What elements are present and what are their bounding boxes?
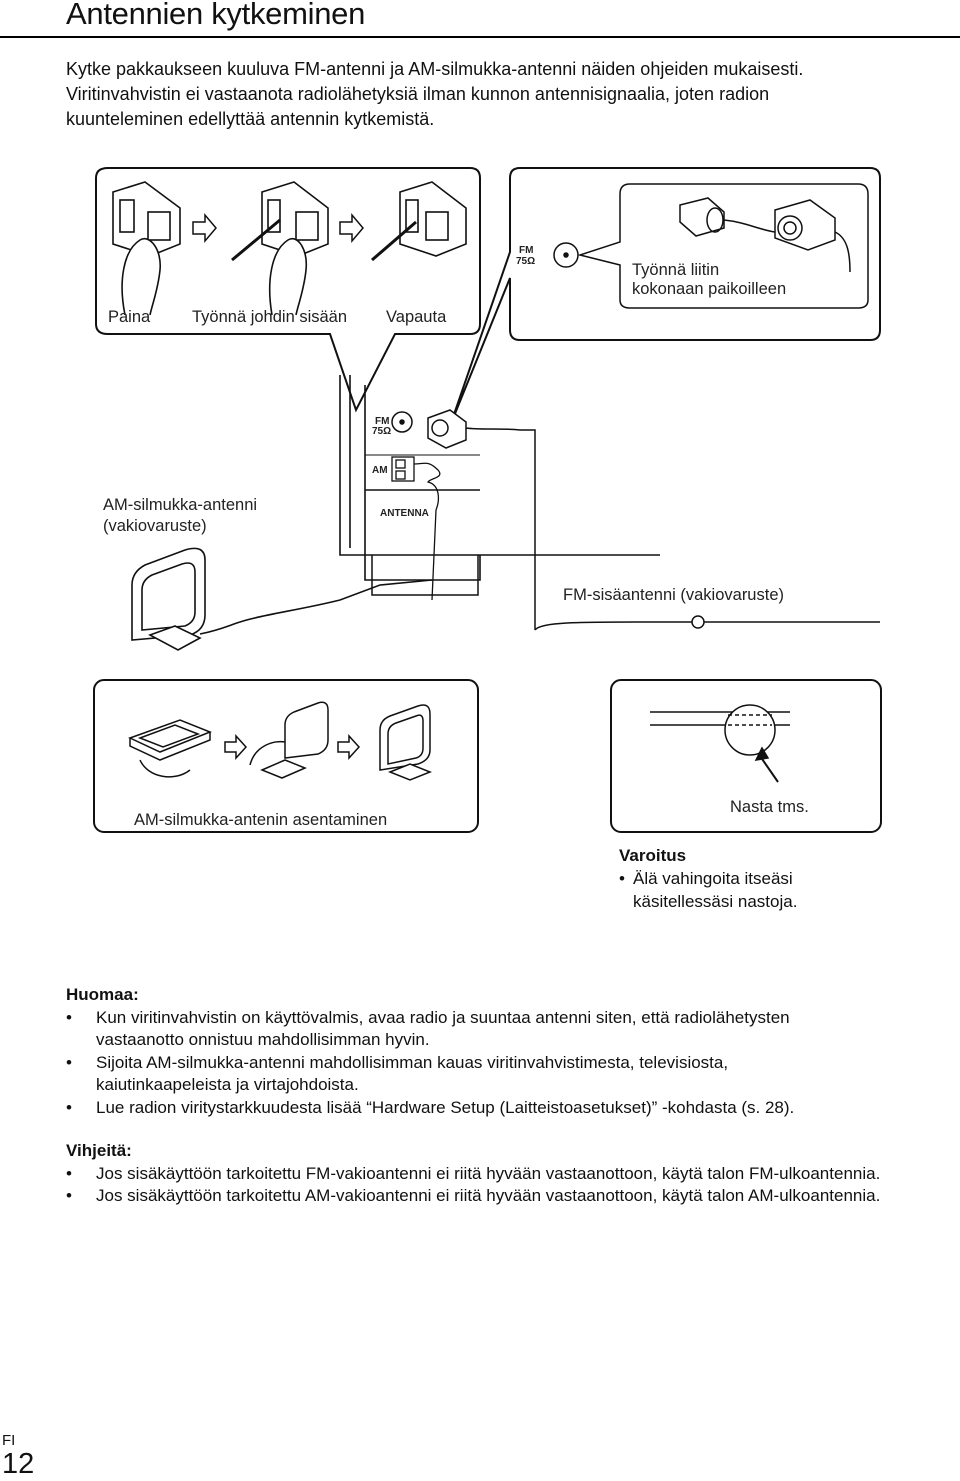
pin-illustration	[650, 704, 790, 783]
note-text: Sijoita AM-silmukka-antenni mahdollisimm…	[96, 1052, 728, 1097]
release-terminal-illustration	[371, 181, 467, 262]
bullet-spacer	[619, 890, 633, 913]
warning-box: Varoitus • Älä vahingoita itseäsi käsite…	[619, 844, 797, 913]
list-item: • Lue radion viritystarkkuudesta lisää “…	[66, 1097, 946, 1120]
note-text: Kun viritinvahvistin on käyttövalmis, av…	[96, 1007, 790, 1052]
intro-line: Kytke pakkaukseen kuuluva FM-antenni ja …	[66, 59, 804, 79]
antenna-label: ANTENNA	[380, 508, 429, 519]
fm-jack-icon	[553, 242, 579, 268]
note-line: Lue radion viritystarkkuudesta lisää “Ha…	[96, 1097, 795, 1117]
title-bar: Antennien kytkeminen	[0, 0, 960, 38]
page-number: 12	[2, 1448, 35, 1480]
fm-indoor-antenna-wire	[534, 615, 880, 631]
step-arrow-icon	[339, 212, 364, 244]
am-assembly-illustration	[128, 701, 433, 781]
step-press-label: Paina	[108, 308, 151, 326]
note-line: kaiutinkaapeleista ja virtajohdoista.	[96, 1075, 359, 1094]
note-line: Kun viritinvahvistin on käyttövalmis, av…	[96, 1007, 790, 1027]
warning-item: • Älä vahingoita itseäsi	[619, 867, 797, 890]
note-line: Sijoita AM-silmukka-antenni mahdollisimm…	[96, 1052, 729, 1072]
tips-heading: Vihjeitä:	[66, 1141, 132, 1160]
warning-item: käsitellessäsi nastoja.	[619, 890, 797, 913]
intro-paragraph: Kytke pakkaukseen kuuluva FM-antenni ja …	[66, 57, 926, 132]
intro-line: Viritinvahvistin ei vastaanota radiolähe…	[66, 84, 770, 104]
list-item: • Kun viritinvahvistin on käyttövalmis, …	[66, 1007, 946, 1052]
page-title: Antennien kytkeminen	[66, 0, 366, 31]
warning-text: käsitellessäsi nastoja.	[633, 892, 798, 911]
antenna-connection-diagram: Paina Työnnä johdin sisään Vapauta FM 75…	[93, 167, 882, 833]
bullet-icon: •	[66, 1163, 72, 1183]
step-release-label: Vapauta	[386, 308, 447, 326]
panel-am-label: AM	[372, 465, 388, 476]
bullet-icon: •	[619, 869, 625, 888]
fm-label: FM	[519, 245, 533, 256]
note-line: vastaanotto onnistuu mahdollisimman hyvi…	[96, 1030, 430, 1049]
bullet-icon: •	[66, 1097, 72, 1117]
pin-callout	[610, 679, 882, 833]
language-code: FI	[2, 1432, 16, 1449]
bullet-icon: •	[66, 1186, 72, 1205]
panel-fm-label: FM	[375, 416, 389, 427]
pin-label: Nasta tms.	[730, 798, 809, 816]
press-terminal-illustration	[112, 181, 181, 316]
list-item: • Jos sisäkäyttöön tarkoitettu AM-vakioa…	[66, 1185, 956, 1208]
intro-line: kuunteleminen edellyttää antennin kytkem…	[66, 109, 435, 129]
tips-section: Vihjeitä: • Jos sisäkäyttöön tarkoitettu…	[66, 1140, 956, 1208]
tip-text: Jos sisäkäyttöön tarkoitettu AM-vakioant…	[96, 1186, 881, 1205]
panel-am-terminals	[391, 456, 441, 601]
notes-heading: Huomaa:	[66, 985, 139, 1004]
tip-text: Jos sisäkäyttöön tarkoitettu FM-vakioant…	[96, 1163, 881, 1183]
list-item: • Jos sisäkäyttöön tarkoitettu FM-vakioa…	[66, 1163, 956, 1186]
notes-section: Huomaa: • Kun viritinvahvistin on käyttö…	[66, 984, 946, 1119]
list-item: • Sijoita AM-silmukka-antenni mahdollisi…	[66, 1052, 946, 1097]
fm-antenna-label: FM-sisäantenni (vakiovaruste)	[563, 586, 784, 604]
am-loop-antenna-illustration	[131, 547, 433, 651]
am-antenna-label: AM-silmukka-antenni	[103, 496, 257, 514]
step-arrow-icon	[192, 212, 217, 244]
push-connector-label: Työnnä liitin	[632, 261, 719, 279]
step-insert-label: Työnnä johdin sisään	[192, 308, 347, 326]
warning-text: Älä vahingoita itseäsi	[633, 869, 793, 888]
warning-heading: Varoitus	[619, 846, 687, 865]
fm-ohm-label: 75Ω	[516, 256, 535, 267]
bullet-icon: •	[66, 1007, 72, 1027]
push-connector-label: kokonaan paikoilleen	[632, 280, 786, 298]
tips-list: • Jos sisäkäyttöön tarkoitettu FM-vakioa…	[66, 1163, 956, 1208]
fm-connector-illustration	[679, 197, 851, 273]
am-assembly-label: AM-silmukka-antenin asentaminen	[134, 811, 387, 829]
panel-fm-ohm: 75Ω	[372, 426, 391, 437]
panel-fm-jack-icon	[391, 411, 413, 433]
panel-fm-plug-illustration	[427, 409, 536, 630]
bullet-icon: •	[66, 1052, 72, 1072]
notes-list: • Kun viritinvahvistin on käyttövalmis, …	[66, 1007, 946, 1120]
receiver-rear-panel	[339, 375, 660, 581]
receiver-base	[371, 555, 479, 596]
am-antenna-label: (vakiovaruste)	[103, 517, 207, 535]
insert-wire-illustration	[231, 181, 329, 316]
